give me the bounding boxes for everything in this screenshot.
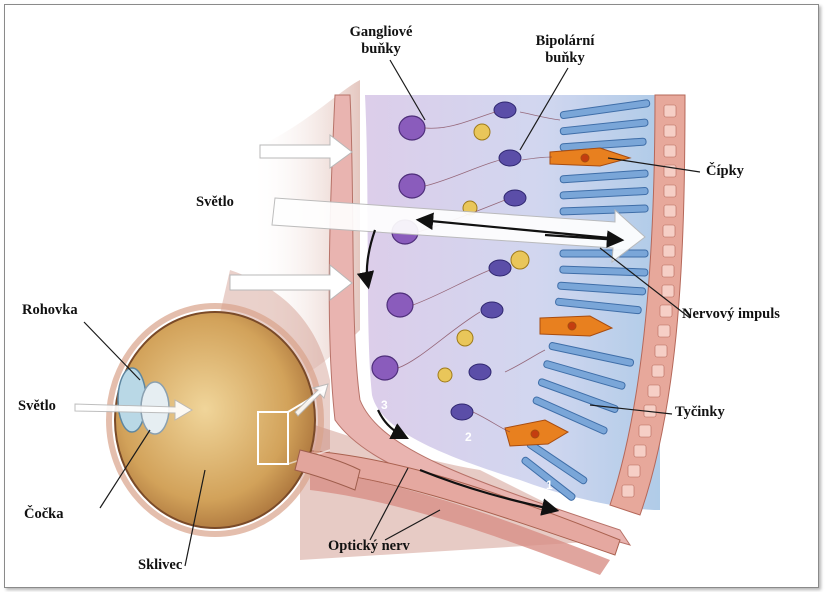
light-label-retina: Světlo	[196, 194, 234, 211]
nerve-impulse-label: Nervový impuls	[682, 306, 780, 323]
cornea-label: Rohovka	[22, 302, 78, 319]
lens-label: Čočka	[24, 506, 63, 523]
light-label-eye: Světlo	[18, 398, 56, 415]
bipolar-cells-label: Bipolární buňky	[520, 33, 610, 67]
layer-number-2: 2	[465, 430, 472, 444]
rods-label: Tyčinky	[675, 404, 725, 421]
ganglion-label-line2: buňky	[336, 41, 426, 58]
layer-number-3: 3	[381, 398, 388, 412]
optic-nerve-label: Optický nerv	[328, 538, 410, 555]
ganglion-label-line1: Gangliové	[336, 24, 426, 41]
ganglion-cells-label: Gangliové buňky	[336, 24, 426, 58]
cones-label: Čípky	[706, 163, 744, 180]
bipolar-label-line2: buňky	[520, 50, 610, 67]
bipolar-label-line1: Bipolární	[520, 33, 610, 50]
layer-number-1: 1	[546, 478, 553, 492]
vitreous-label: Sklivec	[138, 557, 182, 574]
